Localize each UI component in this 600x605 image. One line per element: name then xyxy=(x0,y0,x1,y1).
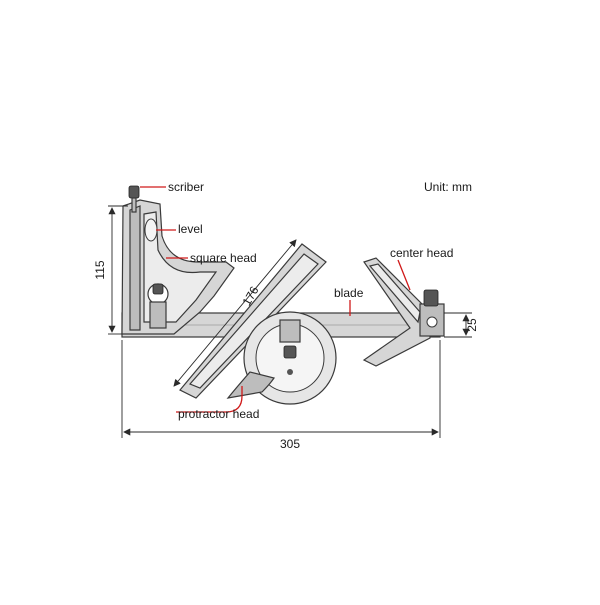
dim-height-text: 115 xyxy=(93,260,107,279)
label-blade: blade xyxy=(334,286,364,300)
label-protractor-head: protractor head xyxy=(178,407,259,421)
center-head xyxy=(362,257,445,367)
dim-blade-width-text: 25 xyxy=(465,318,479,332)
scriber-pin xyxy=(128,185,140,199)
scriber-shaft xyxy=(131,197,137,213)
leader-center-head xyxy=(397,259,411,291)
label-level: level xyxy=(178,222,203,236)
dim-line-protractor xyxy=(173,239,297,387)
label-square-head: square head xyxy=(190,251,257,265)
leader-protractor-head xyxy=(176,386,243,413)
label-scriber: scriber xyxy=(168,180,204,194)
level-vial xyxy=(144,218,158,242)
unit-label: Unit: mm xyxy=(424,180,472,194)
dim-length-text: 305 xyxy=(280,437,300,451)
label-center-head: center head xyxy=(390,246,453,260)
